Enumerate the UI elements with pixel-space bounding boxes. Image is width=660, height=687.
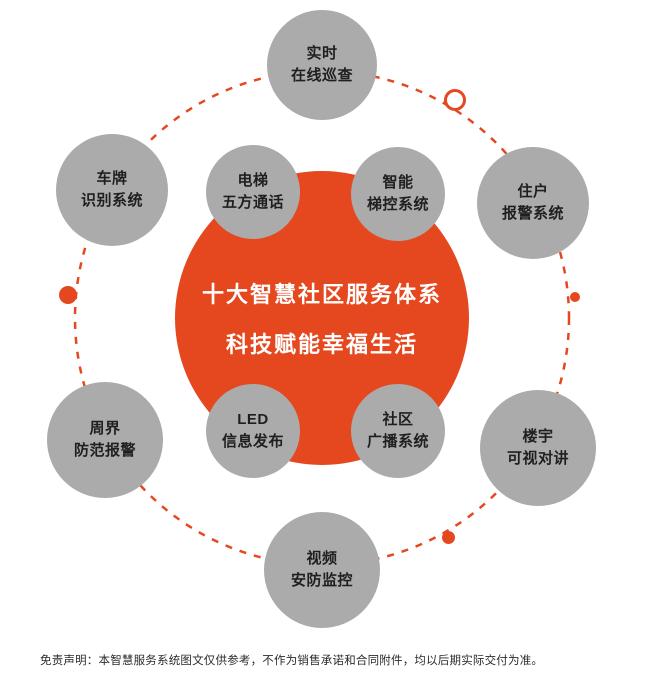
node-label: 电梯 五方通话 <box>221 172 284 211</box>
node-realtime-online-inspection: 实时 在线巡查 <box>267 10 377 120</box>
node-resident-alarm-system: 住户 报警系统 <box>477 147 589 259</box>
center-title-line1: 十大智慧社区服务体系 <box>201 282 442 307</box>
node-video-security-monitoring: 视频 安防监控 <box>264 512 380 628</box>
orbit-dot-left <box>59 286 77 304</box>
node-label: 楼宇 可视对讲 <box>506 428 569 467</box>
disclaimer-text: 免责声明：本智慧服务系统图文仅供参考，不作为销售承诺和合同附件，均以后期实际交付… <box>40 655 544 667</box>
node-label: 实时 在线巡查 <box>290 45 353 84</box>
orbit-dot-bottom-right <box>442 531 455 544</box>
node-label: 车牌 识别系统 <box>80 170 143 209</box>
node-license-plate-recognition: 车牌 识别系统 <box>56 134 168 246</box>
node-label: 住户 报警系统 <box>501 183 564 222</box>
node-elevator-five-party-call: 电梯 五方通话 <box>206 145 300 239</box>
node-smart-elevator-control: 智能 梯控系统 <box>351 147 445 241</box>
node-community-broadcast-system: 社区 广播系统 <box>351 384 445 478</box>
node-label: 视频 安防监控 <box>290 550 353 589</box>
node-perimeter-prevention-alarm: 周界 防范报警 <box>47 382 163 498</box>
orbit-dot-right <box>570 292 580 302</box>
orbit-hollow-dot <box>444 89 466 111</box>
dashed-orbit-ring <box>73 69 571 567</box>
node-led-info-publishing: LED 信息发布 <box>206 384 300 478</box>
center-title-line2: 科技赋能幸福生活 <box>225 332 418 357</box>
node-label: 智能 梯控系统 <box>366 174 429 213</box>
node-building-video-intercom: 楼宇 可视对讲 <box>480 390 596 506</box>
node-label: LED 信息发布 <box>221 411 284 450</box>
node-label: 周界 防范报警 <box>73 420 136 459</box>
node-label: 社区 广播系统 <box>366 411 429 450</box>
